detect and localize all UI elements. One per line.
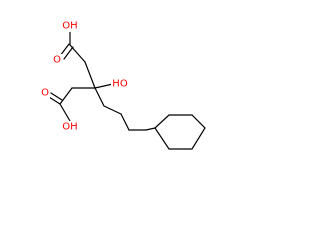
label-bottom-carboxyl-oh: OH	[62, 122, 77, 133]
bond-bottom-c-o-double-2	[50, 92, 63, 101]
bond-top-ch2-center	[84, 61, 96, 89]
bond-bottom-ch2-c	[59, 87, 73, 105]
bond-chain-2	[103, 105, 122, 115]
bond-top-c-o-double-2	[63, 46, 74, 60]
label-bottom-carboxyl-o: O	[41, 88, 49, 99]
atom-labels: OH O HO O OH	[40, 20, 129, 133]
structure-diagram: OH O HO O OH	[40, 20, 206, 150]
label-hydroxyl: HO	[112, 79, 128, 90]
bond-chain-3	[120, 113, 130, 131]
bond-bottom-c-oh	[59, 103, 71, 122]
label-top-carboxyl-o: O	[53, 55, 61, 66]
bond-chain-5	[145, 127, 156, 131]
bond-top-c-ch2	[69, 44, 86, 63]
label-top-carboxyl-oh: OH	[62, 21, 77, 32]
bond-bottom-c-o-double-1	[48, 96, 61, 105]
cyclohexane-ring	[154, 114, 206, 150]
bond-skeleton	[48, 31, 206, 150]
bond-center-oh	[94, 83, 114, 89]
bond-chain-1	[94, 87, 105, 107]
